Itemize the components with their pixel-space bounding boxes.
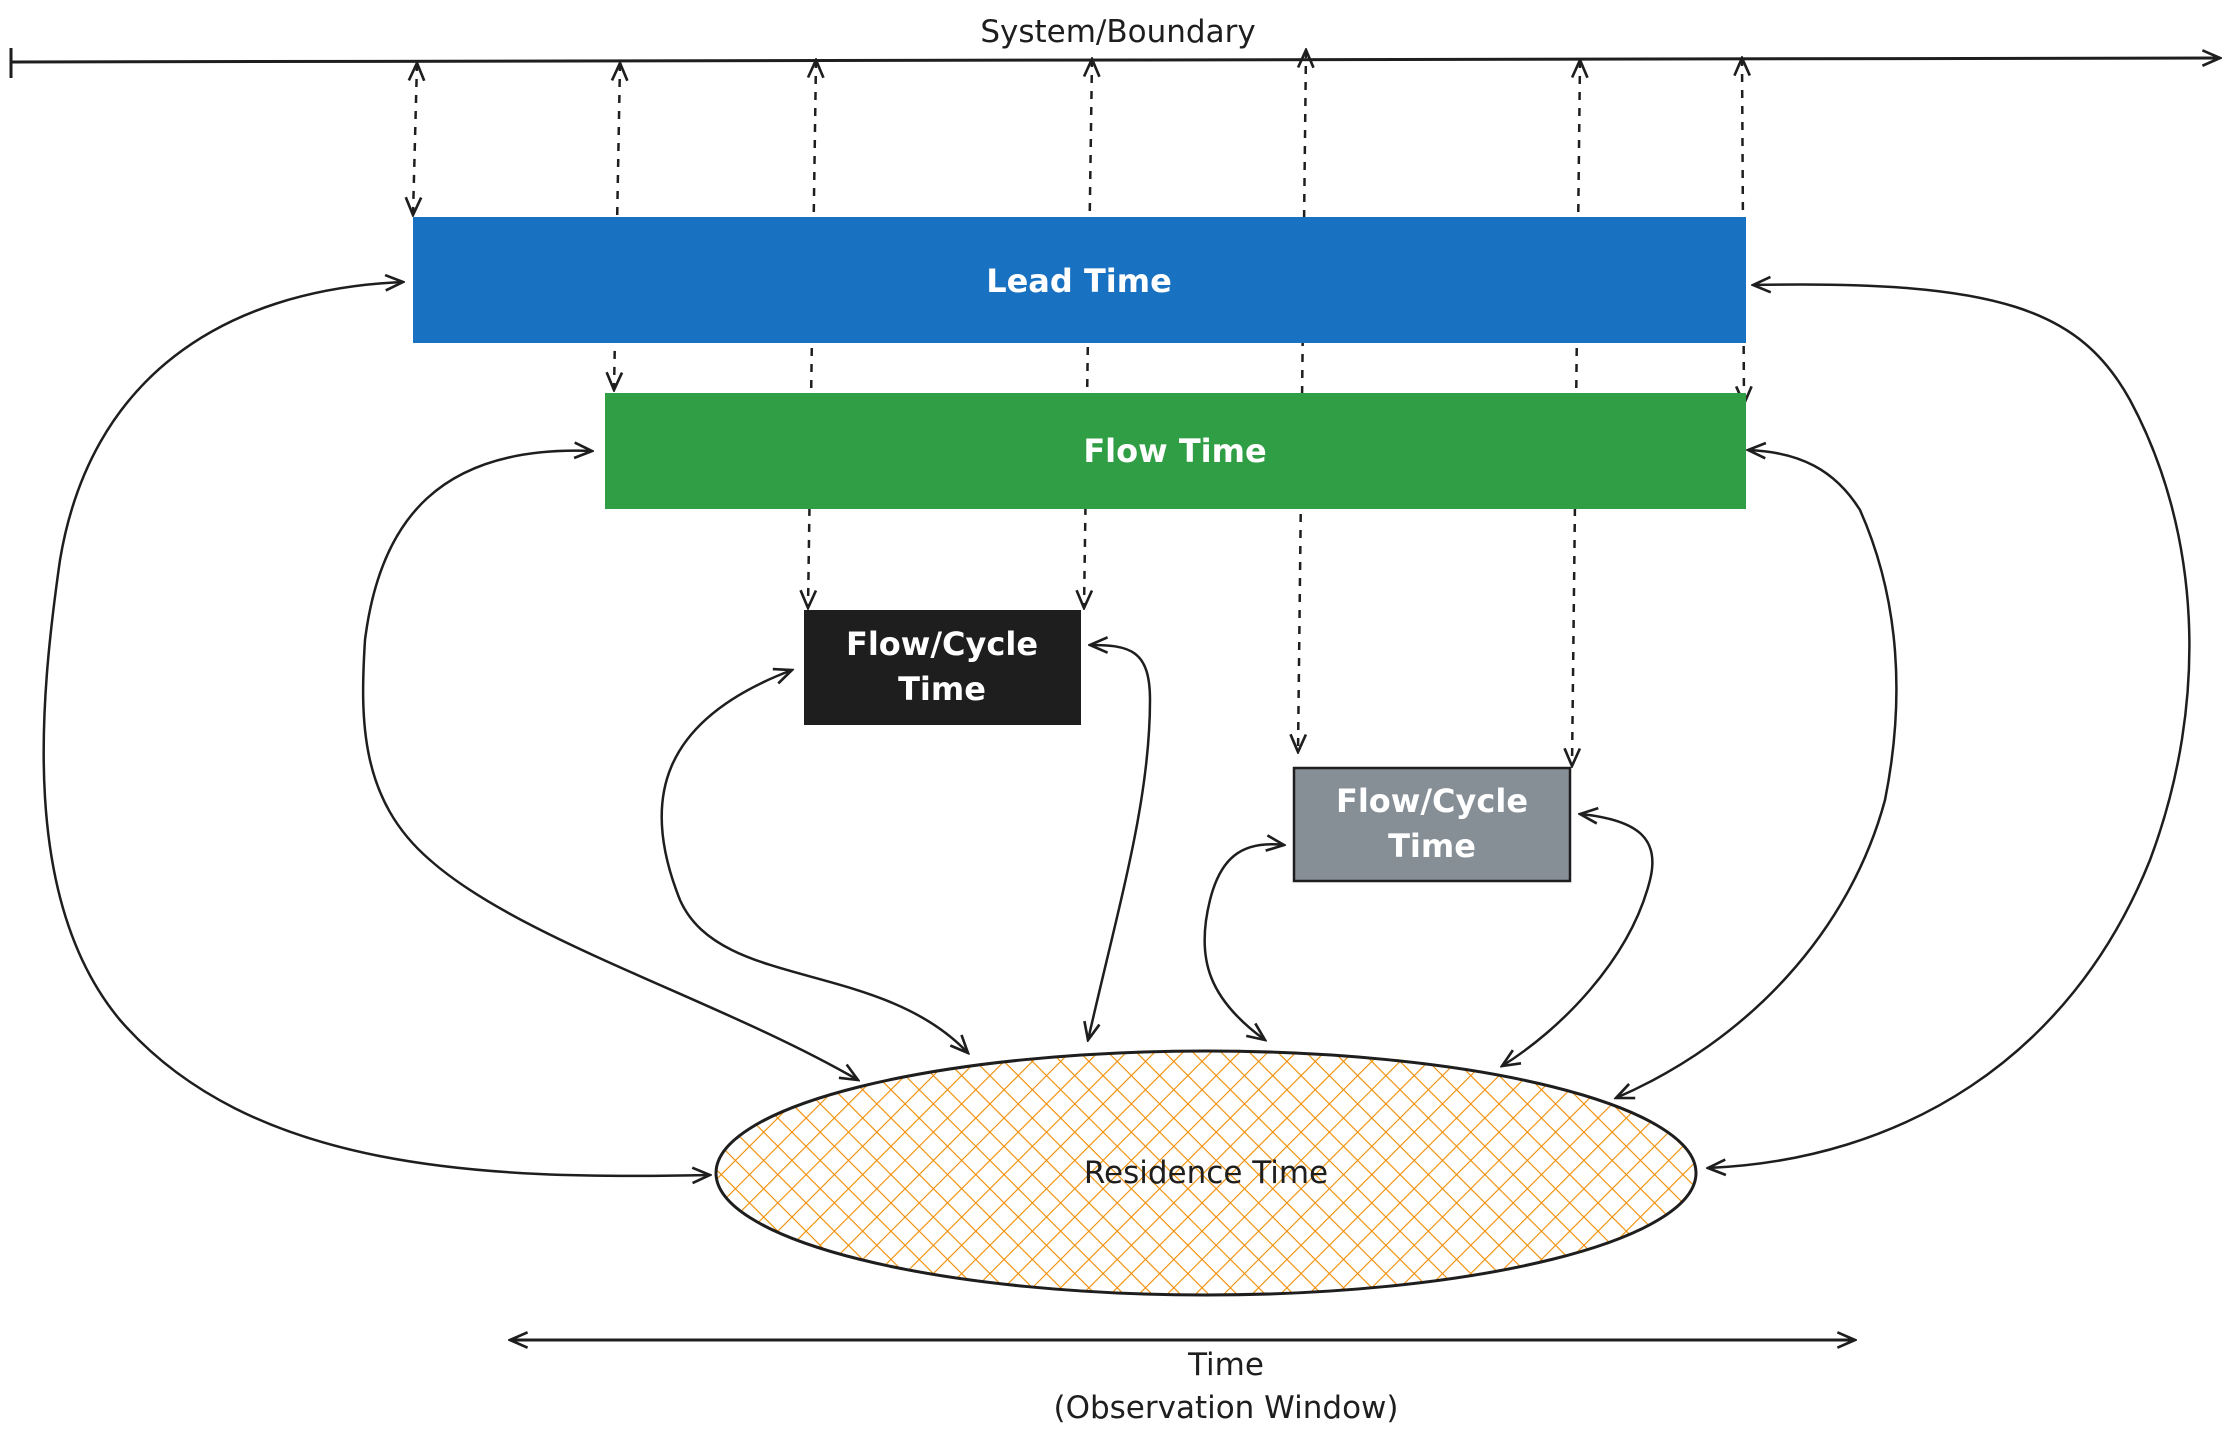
curved-connectors	[42, 282, 2191, 1176]
flow-time-box: Flow Time	[605, 393, 1746, 509]
lead-time-label: Lead Time	[986, 262, 1172, 300]
time-axis: Time (Observation Window)	[510, 1340, 1855, 1426]
arrow-residence-cycle-b-left	[1203, 844, 1284, 1040]
arrow-residence-cycle-a-right	[1088, 645, 1152, 1040]
arrow-residence-lead-right	[1708, 284, 2191, 1168]
arrow-residence-cycle-a-left	[660, 670, 968, 1053]
dashed-boundary-lead-left	[413, 63, 417, 215]
lead-time-box: Lead Time	[413, 217, 1746, 343]
dashed-boundary-cycle-b-left	[1298, 50, 1306, 752]
time-axis-label-line2: (Observation Window)	[1053, 1390, 1398, 1426]
cycle-time-a-label-line1: Flow/Cycle	[846, 625, 1038, 663]
time-axis-label-line1: Time	[1187, 1347, 1264, 1383]
cycle-time-b-label-line2: Time	[1388, 827, 1476, 865]
boundary-label: System/Boundary	[980, 14, 1255, 50]
cycle-time-box-a: Flow/Cycle Time	[804, 610, 1081, 725]
residence-time-ellipse: Residence Time	[714, 1049, 1698, 1297]
residence-time-label: Residence Time	[1084, 1155, 1328, 1191]
cycle-time-box-b: Flow/Cycle Time	[1292, 766, 1572, 883]
boundary-line	[10, 58, 2220, 62]
system-boundary: System/Boundary	[9, 14, 2220, 78]
arrow-residence-cycle-b-right	[1502, 814, 1654, 1066]
arrow-residence-flow-left	[361, 451, 858, 1080]
arrow-residence-flow-right	[1616, 450, 1898, 1098]
cycle-time-a-label-line2: Time	[898, 670, 986, 708]
residence-time-shape	[714, 1049, 1698, 1297]
arrow-residence-lead-left	[42, 282, 710, 1176]
cycle-time-b-label-line1: Flow/Cycle	[1336, 782, 1528, 820]
flow-time-label: Flow Time	[1083, 432, 1266, 470]
